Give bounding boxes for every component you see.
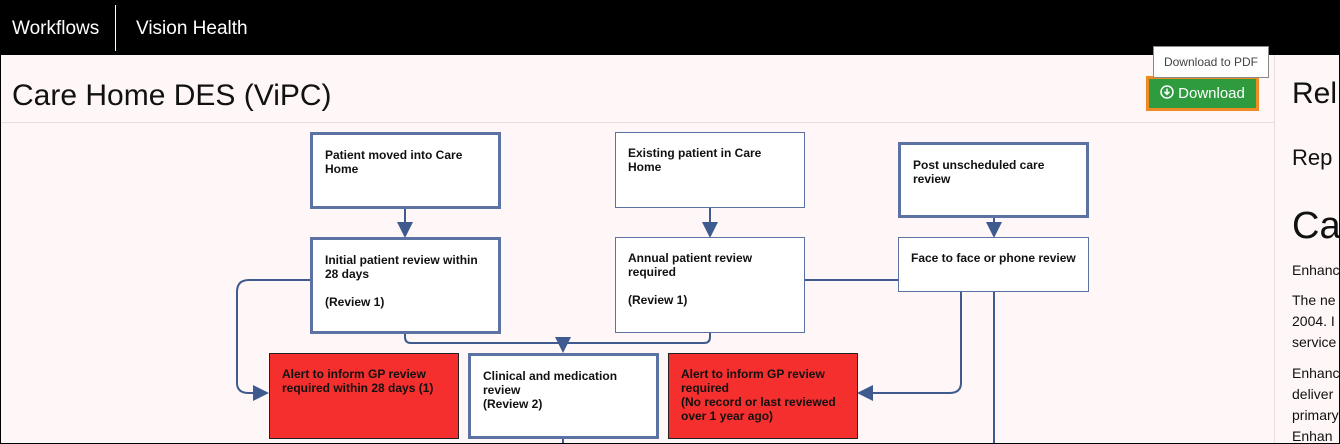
flow-box-initial-review: Initial patient review within 28 days (R… (310, 237, 501, 334)
nav-workflows-link[interactable]: Workflows (12, 18, 100, 39)
flow-box-subtext: (Review 2) (483, 397, 543, 411)
related-text-line: Enhan (1292, 428, 1333, 444)
nav-vision-health-link[interactable]: Vision Health (136, 18, 248, 39)
flow-box-face-to-face: Face to face or phone review (898, 237, 1089, 292)
panel-divider (1274, 55, 1275, 443)
arrow-reviews-to-clinical (404, 333, 711, 350)
title-row (1, 55, 1274, 123)
nav-divider (115, 5, 116, 51)
related-text-line: Enhanc (1292, 262, 1340, 278)
page-title: Care Home DES (ViPC) (12, 79, 332, 112)
flow-box-existing-patient: Existing patient in Care Home (615, 132, 805, 208)
related-text-line: The ne (1292, 292, 1336, 308)
top-navigation-bar: Workflows Vision Health (1, 1, 1339, 55)
related-subheading: Rep (1292, 145, 1333, 170)
download-icon (1160, 84, 1174, 103)
flow-box-text: Alert to inform GP review required withi… (282, 367, 434, 395)
flow-box-text: Clinical and medication review (483, 369, 618, 397)
flow-box-subtext: (No record or last reviewed over 1 year … (681, 395, 836, 423)
download-tooltip: Download to PDF (1153, 46, 1269, 78)
flow-box-annual-review: Annual patient review required (Review 1… (615, 237, 805, 333)
flow-box-text: Post unscheduled care review (913, 158, 1045, 186)
flow-box-text: Alert to inform GP review required (681, 367, 825, 395)
related-text-line: primary (1292, 407, 1339, 423)
related-text-line: service (1292, 334, 1337, 350)
flow-box-text: Annual patient review required (628, 251, 753, 279)
download-button-label: Download (1178, 85, 1245, 102)
arrow-initial-to-alert28 (236, 279, 310, 401)
flow-box-subtext: (Review 1) (628, 293, 688, 307)
related-panel: Rel Rep Ca Enhanc The ne 2004. I service… (1292, 55, 1340, 444)
flow-box-text: Face to face or phone review (911, 251, 1076, 265)
related-heading: Rel (1292, 77, 1338, 110)
flow-box-clinical-medication: Clinical and medication review (Review 2… (468, 353, 659, 439)
flow-box-subtext: (Review 1) (325, 295, 385, 309)
flow-box-text: Existing patient in Care Home (628, 146, 762, 174)
flow-box-post-unscheduled: Post unscheduled care review (898, 142, 1089, 218)
flow-box-text: Initial patient review within 28 days (325, 253, 478, 281)
related-text-line: deliver (1292, 386, 1334, 402)
related-text-line: 2004. I (1292, 313, 1335, 329)
related-big-heading: Ca (1292, 205, 1340, 247)
related-text-line: Enhanc (1292, 365, 1340, 381)
flow-box-text: Patient moved into Care Home (325, 148, 463, 176)
flow-box-moved-into-care-home: Patient moved into Care Home (310, 132, 501, 209)
flow-box-alert-1-year: Alert to inform GP review required (No r… (668, 353, 858, 439)
flow-box-alert-28-days: Alert to inform GP review required withi… (269, 353, 459, 439)
